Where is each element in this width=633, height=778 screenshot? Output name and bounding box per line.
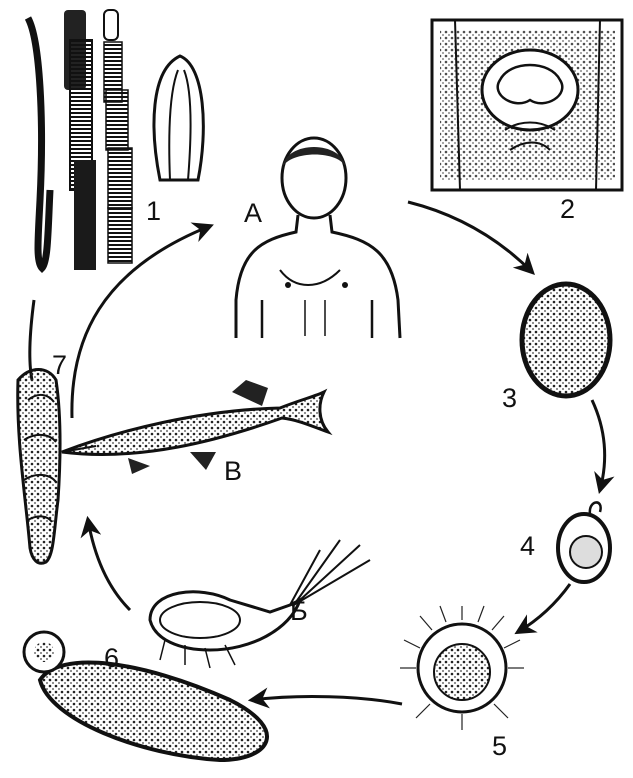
arrow-coracidium-to-procercoid bbox=[252, 697, 402, 704]
plerocercoid-illustration bbox=[18, 370, 60, 564]
stage-label-7: 7 bbox=[52, 352, 67, 379]
stage-label-5: 5 bbox=[492, 733, 507, 760]
arrow-oncosphere-to-coracidium bbox=[518, 584, 570, 632]
procercoid-illustration bbox=[24, 632, 267, 760]
arrow-egg-to-oncosphere bbox=[592, 400, 605, 490]
stage-label-1: 1 bbox=[146, 198, 161, 225]
egg-illustration bbox=[522, 284, 610, 396]
adult-tapeworm-illustration bbox=[28, 10, 132, 380]
arrow-copepod-to-plerocercoid bbox=[88, 520, 130, 610]
stage-label-2: 2 bbox=[560, 196, 575, 223]
copepod-illustration bbox=[150, 540, 370, 668]
stage-label-6: 6 bbox=[104, 645, 119, 672]
host-label-a: А bbox=[244, 200, 262, 227]
coracidium-illustration bbox=[400, 606, 524, 730]
arrow-human-to-proglottid bbox=[408, 202, 532, 272]
host-label-v: В bbox=[224, 458, 242, 485]
stage-label-3: 3 bbox=[502, 385, 517, 412]
pike-fish-illustration bbox=[62, 380, 328, 474]
proglottid-illustration bbox=[432, 20, 622, 190]
host-label-b: Б bbox=[290, 598, 308, 625]
scolex-illustration bbox=[154, 56, 203, 180]
egg-oncosphere-illustration bbox=[558, 502, 610, 582]
stage-label-4: 4 bbox=[520, 533, 535, 560]
human-figure-illustration bbox=[236, 138, 400, 338]
